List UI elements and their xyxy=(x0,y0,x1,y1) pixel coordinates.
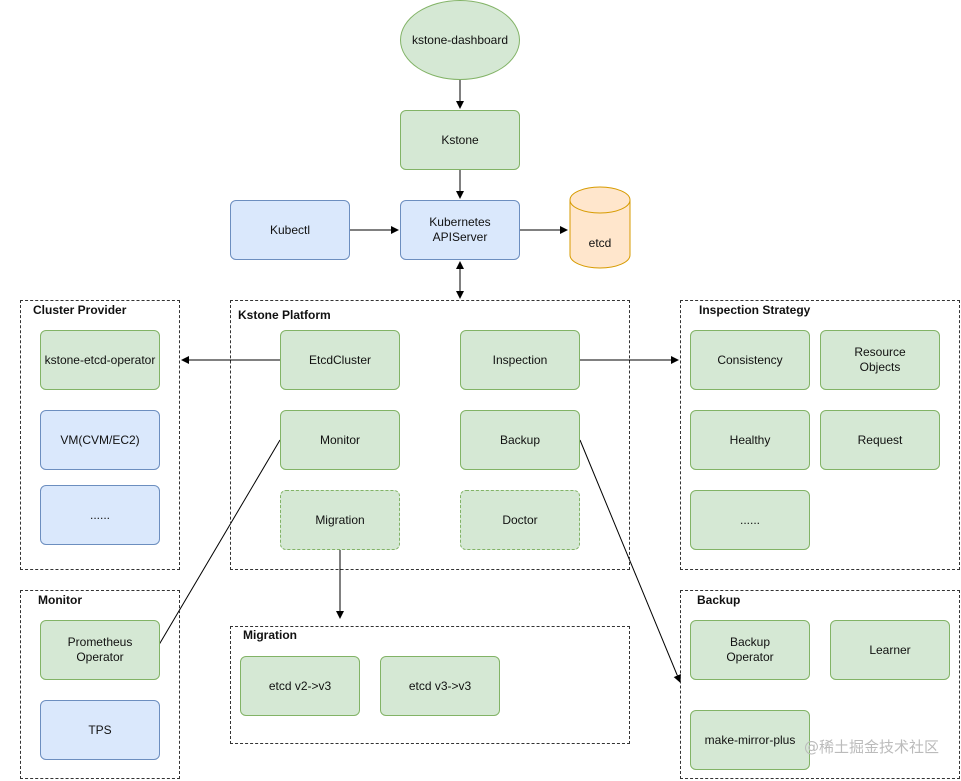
backup-label: Backup xyxy=(499,432,541,447)
kstone-label: Kstone xyxy=(441,132,479,147)
migration-node[interactable]: Migration xyxy=(280,490,400,550)
inspection-more-label: ...... xyxy=(739,512,760,527)
etcd-v2-v3-label: etcd v2->v3 xyxy=(268,678,332,693)
monitor-group xyxy=(20,590,180,779)
learner-node[interactable]: Learner xyxy=(830,620,950,680)
doctor-label: Doctor xyxy=(502,512,538,527)
etcd-label: etcd xyxy=(588,236,612,250)
make-mirror-plus-node[interactable]: make-mirror-plus xyxy=(690,710,810,770)
make-mirror-plus-label: make-mirror-plus xyxy=(704,732,796,747)
vm-label: VM(CVM/EC2) xyxy=(60,432,140,447)
resource-objects-label: Resource Objects xyxy=(854,345,906,374)
doctor-node[interactable]: Doctor xyxy=(460,490,580,550)
etcdcluster-label: EtcdCluster xyxy=(308,352,372,367)
kstone-platform-title: Kstone Platform xyxy=(238,308,331,322)
kstone-dashboard-node[interactable]: kstone-dashboard xyxy=(400,0,520,80)
monitor-label: Monitor xyxy=(319,432,360,447)
etcd-v2-v3-node[interactable]: etcd v2->v3 xyxy=(240,656,360,716)
etcd-cylinder-icon xyxy=(569,186,631,269)
backup-operator-node[interactable]: Backup Operator xyxy=(690,620,810,680)
vm-node[interactable]: VM(CVM/EC2) xyxy=(40,410,160,470)
healthy-node[interactable]: Healthy xyxy=(690,410,810,470)
resource-objects-node[interactable]: Resource Objects xyxy=(820,330,940,390)
backup-node[interactable]: Backup xyxy=(460,410,580,470)
prometheus-operator-node[interactable]: Prometheus Operator xyxy=(40,620,160,680)
inspection-strategy-group xyxy=(680,300,960,570)
apiserver-label: Kubernetes APIServer xyxy=(429,215,491,244)
apiserver-node[interactable]: Kubernetes APIServer xyxy=(400,200,520,260)
learner-label: Learner xyxy=(869,642,911,657)
consistency-node[interactable]: Consistency xyxy=(690,330,810,390)
cluster-provider-group xyxy=(20,300,180,570)
request-label: Request xyxy=(857,432,903,447)
cluster-provider-more-label: ...... xyxy=(89,507,110,522)
monitor-group-title: Monitor xyxy=(38,593,82,607)
backup-group-title: Backup xyxy=(697,593,741,607)
inspection-node[interactable]: Inspection xyxy=(460,330,580,390)
arrow-monitor-to-prometheus xyxy=(149,439,281,661)
migration-group xyxy=(230,626,630,744)
consistency-label: Consistency xyxy=(717,352,783,367)
kubectl-label: Kubectl xyxy=(269,222,311,237)
kstone-node[interactable]: Kstone xyxy=(400,110,520,170)
tps-node[interactable]: TPS xyxy=(40,700,160,760)
inspection-strategy-title: Inspection Strategy xyxy=(699,303,811,317)
arrow-backup-to-backup-group xyxy=(579,439,682,683)
cluster-provider-title: Cluster Provider xyxy=(33,303,127,317)
kstone-platform-group xyxy=(230,300,630,570)
prometheus-operator-label: Prometheus Operator xyxy=(67,635,133,664)
healthy-label: Healthy xyxy=(729,432,771,447)
tps-label: TPS xyxy=(88,722,112,737)
inspection-more-node[interactable]: ...... xyxy=(690,490,810,550)
kstone-etcd-operator-label: kstone-etcd-operator xyxy=(44,352,156,367)
etcd-v3-v3-node[interactable]: etcd v3->v3 xyxy=(380,656,500,716)
kubectl-node[interactable]: Kubectl xyxy=(230,200,350,260)
watermark: @稀土掘金技术社区 xyxy=(803,738,939,756)
etcd-v3-v3-label: etcd v3->v3 xyxy=(408,678,472,693)
migration-group-title: Migration xyxy=(243,628,297,642)
migration-label: Migration xyxy=(315,512,365,527)
kstone-dashboard-label: kstone-dashboard xyxy=(411,33,509,47)
backup-group xyxy=(680,590,960,779)
kstone-etcd-operator-node[interactable]: kstone-etcd-operator xyxy=(40,330,160,390)
inspection-label: Inspection xyxy=(492,352,548,367)
backup-operator-label: Backup Operator xyxy=(726,635,774,664)
monitor-node[interactable]: Monitor xyxy=(280,410,400,470)
request-node[interactable]: Request xyxy=(820,410,940,470)
cluster-provider-more-node[interactable]: ...... xyxy=(40,485,160,545)
etcdcluster-node[interactable]: EtcdCluster xyxy=(280,330,400,390)
